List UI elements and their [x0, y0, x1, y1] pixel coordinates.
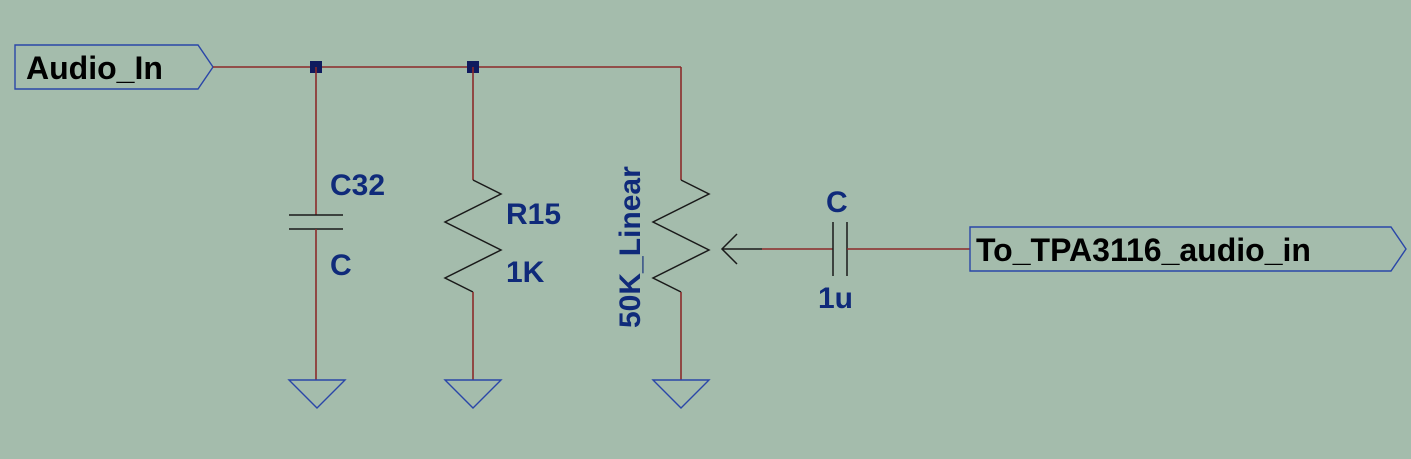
r15-value-label: 1K — [506, 256, 545, 289]
ground-symbol — [443, 379, 503, 409]
c32-name-label: C32 — [330, 169, 385, 202]
pot-zigzag — [651, 179, 711, 293]
r15-name-label: R15 — [506, 198, 561, 231]
input-port-flag — [14, 44, 214, 90]
input-port-label: Audio_In — [26, 50, 163, 86]
r15-zigzag — [443, 179, 503, 293]
coupling-cap-value-label: 1u — [818, 282, 853, 315]
resistor-r15[interactable]: R15 1K — [443, 67, 561, 380]
ground-symbol — [287, 379, 347, 409]
coupling-cap-name-label: C — [826, 186, 848, 219]
potentiometer[interactable]: 50K_Linear — [614, 67, 762, 380]
pot-value-label: 50K_Linear — [614, 166, 647, 328]
capacitor-c32[interactable]: C32 C — [289, 67, 385, 380]
output-port-label: To_TPA3116_audio_in — [976, 232, 1311, 268]
output-port[interactable]: To_TPA3116_audio_in — [969, 226, 1407, 272]
input-port[interactable]: Audio_In — [14, 44, 214, 90]
c32-value-label: C — [330, 249, 352, 282]
coupling-capacitor[interactable]: C 1u — [762, 186, 970, 315]
ground-symbol — [651, 379, 711, 409]
output-port-flag — [969, 226, 1407, 272]
